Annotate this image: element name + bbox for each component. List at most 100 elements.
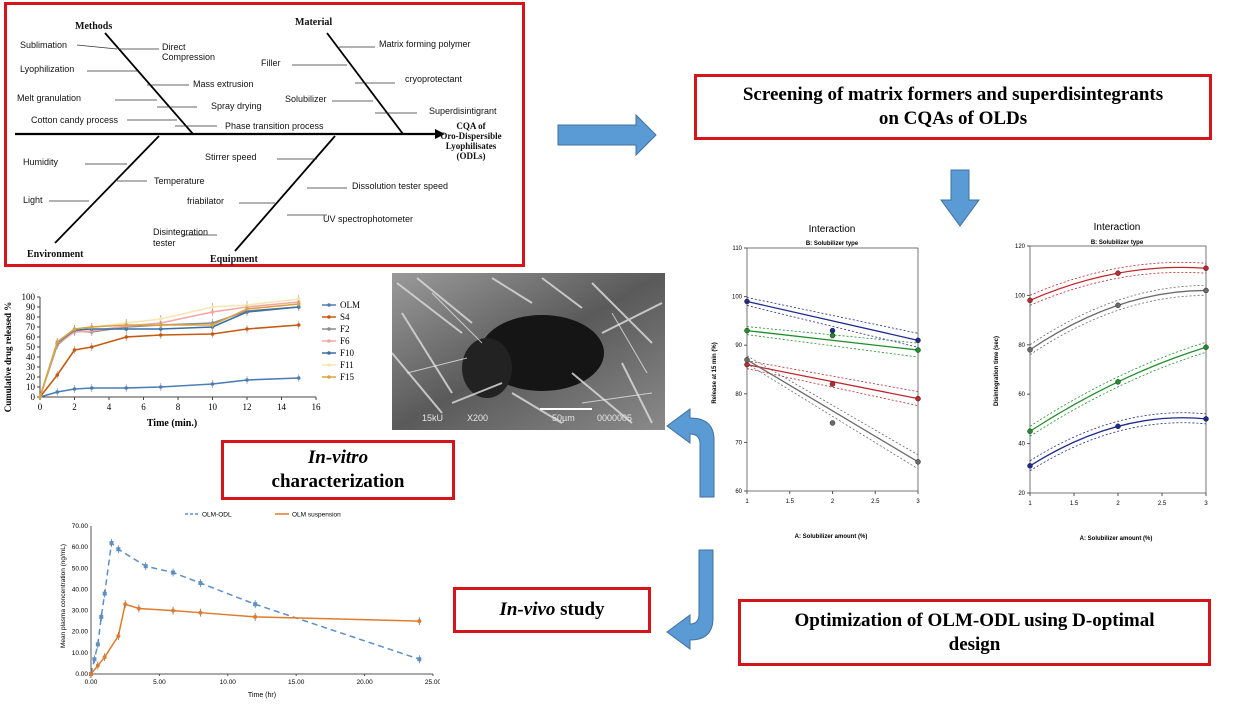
plasma-point bbox=[171, 570, 176, 575]
plasma-x-tick-label: 20.00 bbox=[356, 679, 373, 686]
release-point bbox=[158, 385, 163, 389]
plasma-legend-label: OLM suspension bbox=[292, 512, 341, 519]
plasma-point bbox=[102, 591, 107, 596]
plasma-series-line bbox=[90, 541, 420, 675]
interaction-point bbox=[829, 327, 836, 334]
interaction-x-tick-label: 2.5 bbox=[871, 499, 880, 505]
plasma-x-tick-label: 15.00 bbox=[288, 679, 305, 686]
fishbone-panel: Methods Material Environment Equipment C… bbox=[4, 2, 525, 267]
interaction-point bbox=[1027, 463, 1033, 469]
release-point bbox=[72, 387, 77, 391]
invivo-italic: In-vivo bbox=[499, 599, 556, 620]
plasma-y-tick-label: 30.00 bbox=[72, 608, 89, 615]
interaction-point bbox=[1115, 270, 1121, 276]
interaction-x-tick-label: 1.5 bbox=[1070, 501, 1079, 507]
release-x-tick-label: 10 bbox=[208, 402, 218, 412]
release-chart: Cumulative drug released % Time (min.) 0… bbox=[3, 292, 360, 429]
release-y-tick-label: 20 bbox=[26, 372, 36, 382]
cause-disintegration-tester: Disintegration tester bbox=[153, 227, 208, 249]
interaction-x-tick-label: 2 bbox=[1116, 501, 1120, 507]
screening-line-1: Screening of matrix formers and superdis… bbox=[742, 84, 1164, 105]
material-heading: Material bbox=[295, 17, 333, 28]
interaction-y-tick-label: 40 bbox=[1018, 442, 1025, 448]
cause-direct-compression: Direct Compression bbox=[162, 42, 215, 62]
interaction-ci-band bbox=[1029, 295, 1207, 356]
invitro-italic: In-vitro bbox=[307, 447, 369, 468]
plasma-point bbox=[143, 564, 148, 569]
interaction-ci-band bbox=[1029, 422, 1207, 472]
plasma-point bbox=[198, 581, 203, 586]
interaction-fit-line bbox=[1029, 289, 1207, 351]
interaction-ci-band bbox=[1029, 271, 1207, 306]
interaction-point bbox=[829, 332, 836, 339]
release-point bbox=[210, 332, 215, 336]
release-y-tick-label: 40 bbox=[26, 352, 36, 362]
interaction-fit-line bbox=[746, 329, 919, 351]
interaction-fit-line bbox=[746, 359, 919, 463]
release-y-tick-label: 60 bbox=[26, 332, 36, 342]
interaction-point bbox=[1027, 346, 1033, 353]
interaction-release-chart: Interaction B: Solubilizer type Release … bbox=[712, 224, 921, 540]
cause-lyophilization: Lyophilization bbox=[20, 64, 75, 74]
release-y-tick-label: 10 bbox=[26, 382, 36, 392]
interaction-point bbox=[1115, 302, 1121, 309]
plasma-point bbox=[171, 608, 176, 613]
cause-cotton-candy: Cotton candy process bbox=[31, 115, 119, 125]
release-point bbox=[245, 307, 249, 311]
cqa-label: CQA of Oro-Dispersible Lyophilisates (OD… bbox=[435, 121, 507, 161]
cause-temperature: Temperature bbox=[154, 176, 205, 186]
release-point bbox=[55, 390, 60, 394]
cause-superdisintigrant: Superdisintigrant bbox=[429, 106, 497, 116]
plasma-y-tick-label: 40.00 bbox=[72, 586, 89, 593]
cause-disintegration-line-1: Disintegration bbox=[153, 227, 209, 237]
release-legend-marker bbox=[327, 303, 331, 307]
release-legend-label: F6 bbox=[340, 336, 350, 346]
cqa-line-1: CQA of bbox=[456, 121, 486, 131]
release-point bbox=[55, 340, 60, 344]
release-series-line bbox=[39, 377, 299, 398]
arrow-right-icon bbox=[557, 113, 657, 157]
interaction-point bbox=[744, 298, 750, 305]
interaction-x-tick-label: 3 bbox=[1204, 501, 1208, 507]
release-legend-label: F2 bbox=[340, 324, 350, 334]
plasma-point bbox=[99, 614, 104, 619]
release-point bbox=[158, 317, 163, 321]
plasma-point bbox=[92, 657, 97, 662]
release-x-tick-label: 2 bbox=[72, 402, 77, 412]
int2-subtitle: B: Solubilizer type bbox=[1091, 240, 1144, 246]
interaction-point bbox=[1115, 423, 1121, 430]
plasma-point bbox=[198, 610, 203, 615]
release-legend-label: S4 bbox=[340, 312, 350, 322]
interaction-ci-band bbox=[746, 363, 919, 470]
release-legend-label: F15 bbox=[340, 372, 355, 382]
plasma-point bbox=[417, 619, 422, 624]
cause-filler: Filler bbox=[261, 58, 281, 68]
screening-line-2: on CQAs of OLDs bbox=[878, 108, 1028, 129]
interaction-x-tick-label: 2 bbox=[831, 499, 835, 505]
plasma-point bbox=[116, 633, 121, 638]
invivo-rest: study bbox=[555, 599, 605, 620]
int1-subtitle: B: Solubilizer type bbox=[806, 241, 859, 247]
interaction-y-tick-label: 70 bbox=[735, 440, 742, 446]
cause-friabilator: friabilator bbox=[187, 196, 225, 206]
interaction-y-tick-label: 100 bbox=[1015, 293, 1026, 299]
cause-phase-transition: Phase transition process bbox=[225, 121, 324, 131]
release-point bbox=[89, 325, 94, 329]
interaction-point bbox=[1203, 344, 1209, 351]
interaction-plot-frame bbox=[1029, 245, 1207, 494]
interaction-y-tick-label: 20 bbox=[1018, 491, 1025, 497]
invitro-box: In-vitro characterization bbox=[221, 440, 455, 500]
cause-dissolution-speed: Dissolution tester speed bbox=[352, 181, 449, 191]
plasma-point bbox=[95, 642, 100, 647]
release-x-tick-label: 8 bbox=[176, 402, 181, 412]
plasma-y-tick-label: 50.00 bbox=[72, 565, 89, 572]
plasma-point bbox=[417, 657, 422, 662]
sem-scale: 50µm bbox=[552, 413, 575, 423]
plasma-point bbox=[253, 602, 258, 607]
release-point bbox=[158, 323, 163, 327]
interaction-ci-band bbox=[1029, 412, 1207, 462]
release-point bbox=[158, 333, 163, 337]
plasma-x-tick-label: 25.00 bbox=[425, 679, 440, 686]
plasma-y-label: Mean plasma concentration (ng/mL) bbox=[60, 544, 67, 648]
plasma-point bbox=[116, 547, 121, 552]
